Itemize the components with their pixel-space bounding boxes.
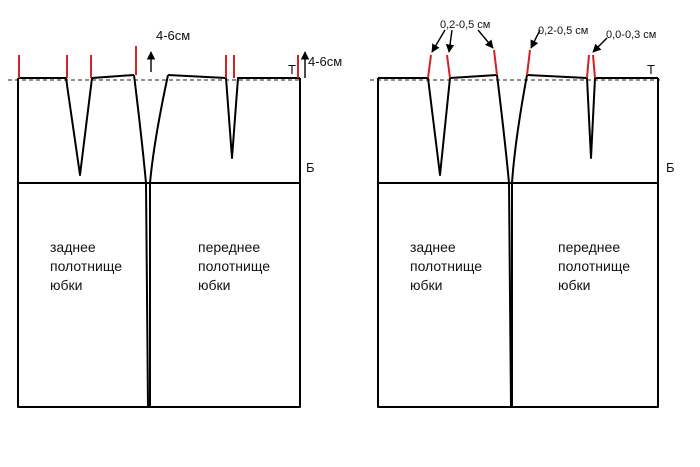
right-dart-mark-1 (427, 54, 432, 79)
right-front-panel-label: переднее полотнище юбки (558, 239, 634, 293)
right-dart-mark-2 (446, 54, 451, 79)
right-label-b: Б (666, 160, 675, 175)
left-back-waist-line (18, 74, 135, 176)
right-dart-mark-4 (526, 49, 531, 76)
right-back-panel-label: заднее полотнище юбки (410, 239, 486, 293)
right-pattern: 0,2-0,5 см 0,2-0,5 см 0,0-0,3 см Т Б зад… (370, 19, 675, 408)
left-front-side-seam (149, 74, 169, 407)
left-pattern-outline (17, 78, 301, 408)
right-annot-arrow-1a (431, 29, 446, 53)
right-back-waist-line (378, 74, 498, 176)
right-annot-arrow-1c (477, 29, 494, 49)
left-back-panel-label: заднее полотнище юбки (50, 239, 126, 293)
right-annot-arrow-3 (592, 37, 608, 53)
left-measure-top-label: 4-6см (156, 28, 190, 43)
right-annot-3: 0,0-0,3 см (606, 29, 656, 41)
left-front-panel-label: переднее полотнище юбки (198, 239, 274, 293)
right-pattern-outline (377, 78, 659, 408)
left-label-t: Т (288, 62, 296, 77)
right-front-waist-line (526, 74, 658, 159)
right-dart-mark-5 (586, 54, 590, 79)
left-label-b: Б (306, 160, 315, 175)
right-front-side-seam (511, 74, 528, 407)
right-annot-2: 0,2-0,5 см (538, 25, 588, 37)
left-pattern: 4-6см 4-6см Т Б заднее полотнище юбки пе… (8, 28, 342, 408)
right-annot-arrow-1b (445, 29, 455, 53)
left-front-waist-line (167, 74, 300, 159)
right-annot-arrow-2 (530, 29, 541, 49)
right-label-t: Т (647, 62, 655, 77)
left-back-side-seam (133, 74, 149, 408)
left-measure-right-label: 4-6см (308, 54, 342, 69)
right-annot-1: 0,2-0,5 см (440, 19, 490, 31)
right-back-side-seam (496, 74, 512, 408)
right-dart-mark-6 (592, 54, 596, 79)
right-dart-mark-3 (493, 49, 498, 76)
